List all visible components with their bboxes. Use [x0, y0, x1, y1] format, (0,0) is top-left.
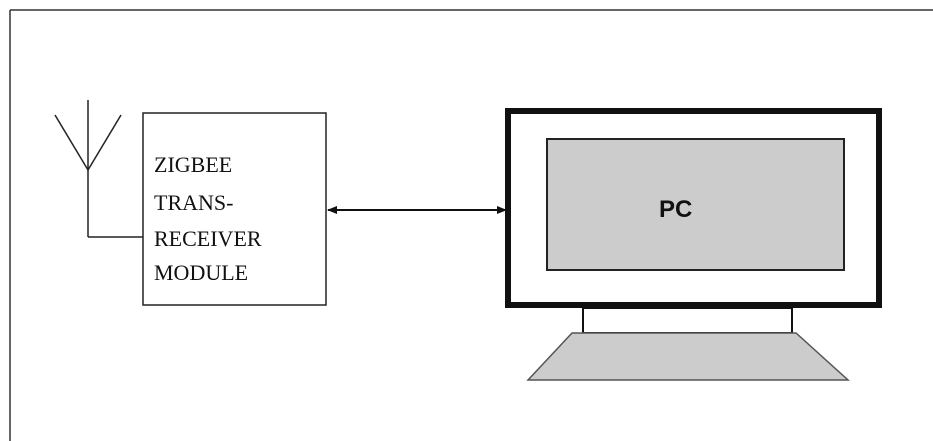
module-label-line-2: TRANS-	[154, 190, 233, 215]
module-label-line-4: MODULE	[154, 260, 248, 285]
monitor-screen	[546, 138, 845, 271]
pc-monitor-icon	[505, 108, 882, 381]
zigbee-module-box	[142, 112, 327, 306]
pc-label: PC	[659, 196, 692, 223]
outer-frame	[9, 9, 933, 441]
antenna-icon	[54, 100, 143, 238]
module-label-line-1: ZIGBEE	[154, 152, 232, 177]
monitor-base	[526, 332, 850, 381]
module-label-line-3: RECEIVER	[154, 226, 262, 251]
monitor-neck	[582, 307, 793, 334]
